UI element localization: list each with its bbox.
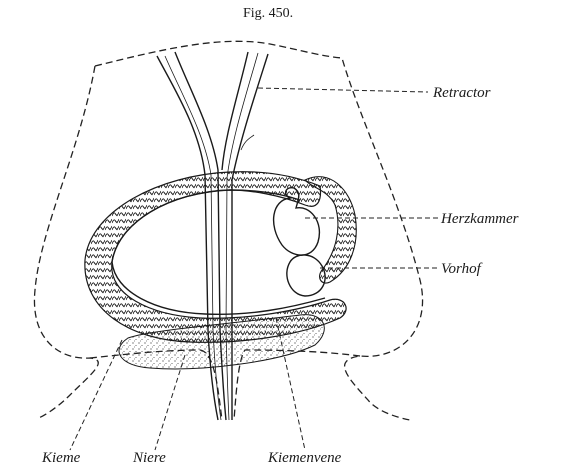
label-niere: Niere (132, 450, 166, 466)
label-retractor: Retractor (432, 85, 491, 101)
figure-title: Fig. 450. (243, 6, 293, 21)
label-kieme: Kieme (41, 450, 81, 466)
label-kiemenvene: Kiemenvene (267, 450, 342, 466)
kieme-leader (70, 340, 122, 450)
gill (85, 172, 346, 343)
label-herzkammer: Herzkammer (440, 211, 519, 227)
label-vorhof: Vorhof (441, 261, 483, 277)
retractor-leader (258, 88, 428, 92)
